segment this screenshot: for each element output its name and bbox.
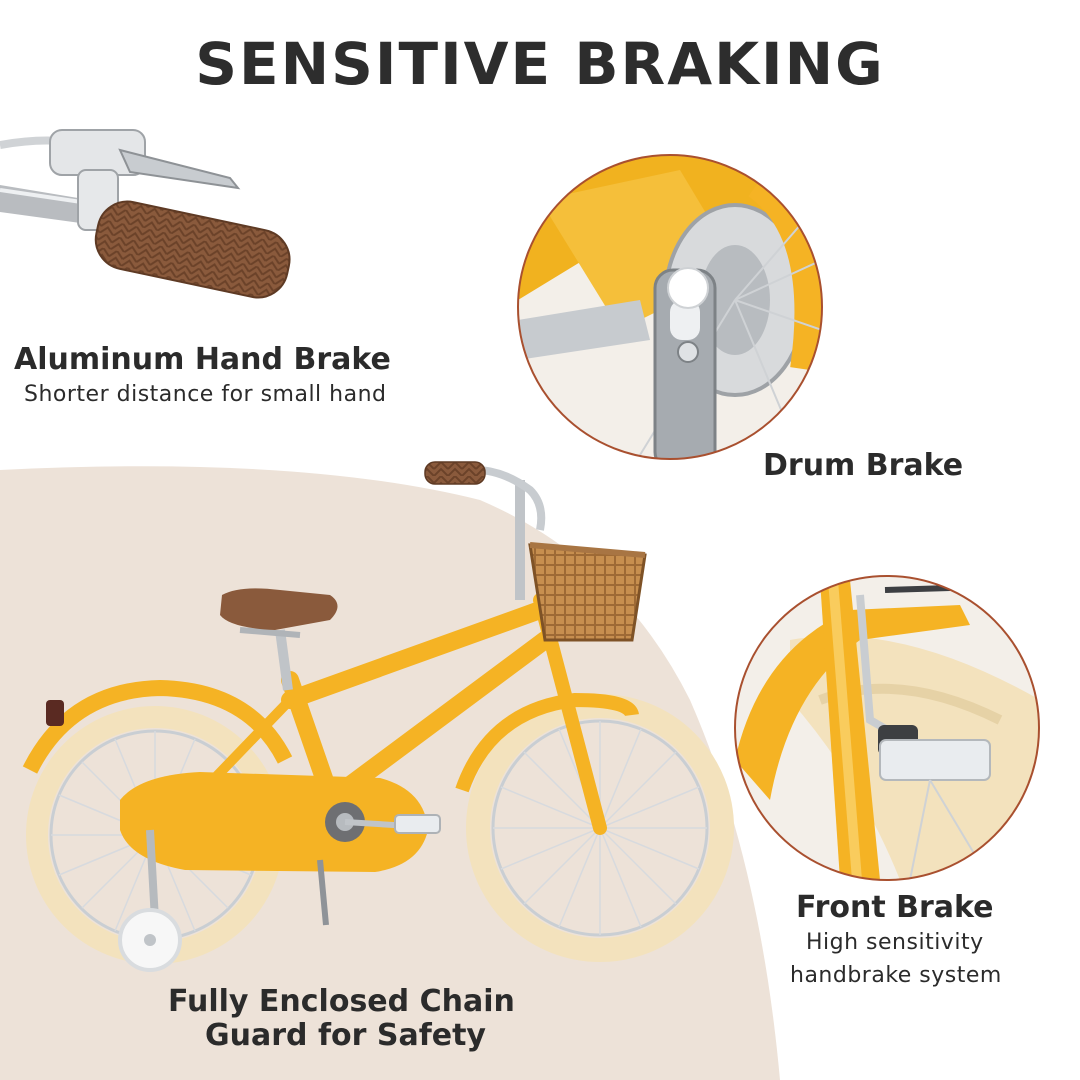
feature-hand-brake-title: Aluminum Hand Brake bbox=[14, 342, 391, 377]
drum-brake-closeup bbox=[518, 155, 822, 459]
feature-front-brake-subtitle-line1: High sensitivity bbox=[806, 930, 984, 955]
feature-hand-brake-subtitle: Shorter distance for small hand bbox=[24, 382, 387, 407]
feature-chain-guard-title-line2: Guard for Safety bbox=[205, 1018, 486, 1053]
feature-chain-guard-title-line1: Fully Enclosed Chain bbox=[168, 984, 515, 1019]
hand-brake-closeup bbox=[0, 129, 291, 299]
front-brake-closeup bbox=[735, 576, 1039, 880]
feature-drum-brake-title: Drum Brake bbox=[763, 448, 964, 483]
feature-front-brake-title: Front Brake bbox=[796, 890, 994, 925]
feature-front-brake-subtitle-line2: handbrake system bbox=[790, 963, 1002, 988]
bicycle bbox=[22, 461, 734, 972]
drum-circle-border bbox=[517, 154, 823, 460]
headline: SENSITIVE BRAKING bbox=[195, 30, 885, 98]
front-circle-border bbox=[734, 575, 1040, 881]
